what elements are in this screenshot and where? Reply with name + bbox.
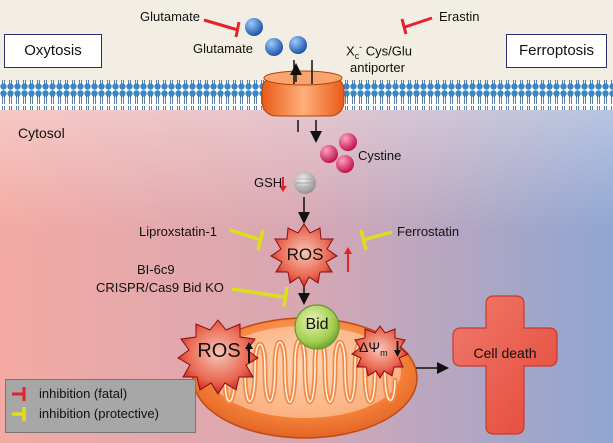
gsh-decrease-arrow bbox=[279, 177, 287, 192]
ferrostatin-label: Ferrostatin bbox=[397, 224, 460, 239]
ferrostatin-inhibition-symbol bbox=[359, 229, 393, 251]
bid-protein bbox=[294, 304, 340, 350]
gsh-label: GSH bbox=[254, 175, 283, 190]
bi6c9-label: BI-6c9 bbox=[137, 262, 175, 277]
glutamate-molecules bbox=[245, 18, 307, 56]
oxytosis-box: Oxytosis bbox=[4, 34, 102, 68]
cystine-label: Cystine bbox=[358, 148, 402, 163]
glutamate-inhibitor-label: Glutamate bbox=[140, 9, 200, 24]
liproxstatin-label: Liproxstatin-1 bbox=[139, 224, 218, 239]
cell-death-label: Cell death bbox=[473, 345, 537, 361]
erastin-label: Erastin bbox=[439, 9, 480, 24]
glutamate-label: Glutamate bbox=[193, 41, 253, 56]
legend: inhibition (fatal) inhibition (protectiv… bbox=[5, 379, 196, 433]
erastin-inhibition-symbol bbox=[400, 16, 433, 35]
crispr-label: CRISPR/Cas9 Bid KO bbox=[96, 280, 224, 295]
delta-psi-label: ΔΨm bbox=[359, 339, 388, 358]
glutamate-inhibition-symbol bbox=[203, 18, 241, 38]
delta-psi-down-arrow bbox=[394, 341, 401, 357]
antiporter-label: Xc- Cys/Glu bbox=[346, 42, 413, 61]
ferroptosis-box: Ferroptosis bbox=[506, 34, 607, 68]
liproxstatin-inhibition-symbol bbox=[229, 228, 265, 251]
membrane-potential-burst bbox=[351, 325, 409, 380]
ros-mito-label: ROS bbox=[197, 340, 241, 362]
ros-center-label: ROS bbox=[286, 245, 324, 264]
ros-mito-up-arrow bbox=[245, 342, 253, 363]
ros-mito-burst bbox=[177, 319, 259, 395]
legend-protective-label: inhibition (protective) bbox=[39, 406, 159, 421]
cystine-molecules bbox=[320, 133, 357, 173]
cytosol-label: Cytosol bbox=[18, 125, 65, 141]
cell-death-cross bbox=[452, 295, 558, 435]
bid-inhibitor-symbol bbox=[231, 286, 289, 308]
legend-fatal-label: inhibition (fatal) bbox=[39, 386, 128, 401]
bid-label: Bid bbox=[305, 316, 329, 333]
antiporter-channel bbox=[261, 60, 345, 143]
ros-increase-arrow bbox=[344, 247, 352, 272]
antiporter-label-line2: antiporter bbox=[350, 60, 405, 75]
